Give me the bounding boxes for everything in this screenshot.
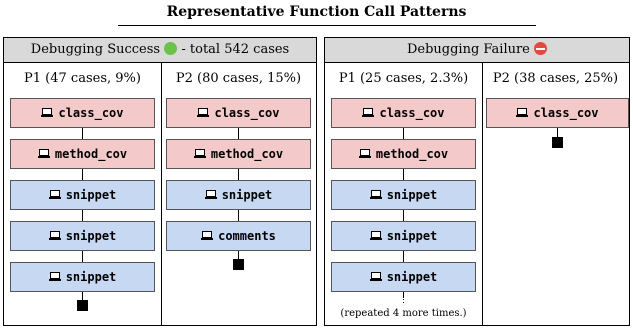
- call-label: class_cov: [214, 106, 280, 120]
- laptop-icon: [193, 149, 206, 159]
- terminal-marker: [77, 300, 88, 311]
- call-label: method_cov: [375, 147, 449, 161]
- connector-line: [82, 210, 83, 221]
- continuation-dots: ⋮: [399, 295, 408, 305]
- connector-line: [557, 128, 558, 137]
- column-title: P1 (47 cases, 9%): [24, 71, 141, 86]
- connector-line: [238, 251, 239, 259]
- call-box: snippet: [10, 221, 155, 251]
- call-label: snippet: [221, 188, 273, 202]
- call-label: snippet: [65, 229, 117, 243]
- terminal-marker: [552, 137, 563, 148]
- connector-line: [238, 128, 239, 139]
- laptop-icon: [48, 231, 61, 241]
- laptop-icon: [37, 149, 50, 159]
- laptop-icon: [358, 149, 371, 159]
- success-header-label: Debugging Success: [30, 42, 161, 57]
- terminal-marker: [233, 259, 244, 270]
- column-title: P2 (80 cases, 15%): [175, 71, 302, 86]
- call-label: snippet: [65, 188, 117, 202]
- success-p1-column: P1 (47 cases, 9%) class_cov method_cov s…: [4, 63, 161, 325]
- laptop-icon: [197, 108, 210, 118]
- call-box: class_cov: [166, 98, 311, 128]
- call-box: snippet: [331, 221, 476, 251]
- call-box: snippet: [10, 262, 155, 292]
- green-circle-icon: [164, 42, 178, 55]
- connector-line: [403, 292, 404, 298]
- call-label: snippet: [386, 188, 438, 202]
- call-label: snippet: [386, 229, 438, 243]
- laptop-icon: [201, 231, 214, 241]
- laptop-icon: [204, 190, 217, 200]
- call-label: snippet: [65, 270, 117, 284]
- call-box: snippet: [331, 180, 476, 210]
- column-divider: [482, 63, 483, 325]
- connector-line: [82, 251, 83, 262]
- call-box: class_cov: [331, 98, 476, 128]
- success-panel: Debugging Success - total 542 cases P1 (…: [3, 37, 317, 326]
- call-box: method_cov: [166, 139, 311, 169]
- laptop-icon: [369, 190, 382, 200]
- connector-line: [82, 169, 83, 180]
- call-label: class_cov: [58, 106, 124, 120]
- call-box: class_cov: [486, 98, 629, 128]
- call-box: snippet: [331, 262, 476, 292]
- success-header-total: - total 542 cases: [181, 42, 290, 57]
- call-label: method_cov: [54, 147, 128, 161]
- call-box: snippet: [10, 180, 155, 210]
- connector-line: [238, 169, 239, 180]
- failure-p2-column: P2 (38 cases, 25%) class_cov: [482, 63, 629, 325]
- title-underline: [118, 25, 536, 26]
- connector-line: [403, 251, 404, 262]
- no-entry-icon: [534, 42, 548, 55]
- laptop-icon: [48, 272, 61, 282]
- failure-p1-column: P1 (25 cases, 2.3%) class_cov method_cov…: [325, 63, 482, 325]
- column-title: P2 (38 cases, 25%): [492, 71, 619, 86]
- call-label: method_cov: [210, 147, 284, 161]
- laptop-icon: [516, 108, 529, 118]
- column-title: P1 (25 cases, 2.3%): [338, 71, 469, 86]
- column-divider: [161, 63, 162, 325]
- call-box: method_cov: [331, 139, 476, 169]
- success-panel-header: Debugging Success - total 542 cases: [4, 38, 316, 63]
- call-label: class_cov: [533, 106, 599, 120]
- laptop-icon: [41, 108, 54, 118]
- call-box: snippet: [166, 180, 311, 210]
- success-p2-column: P2 (80 cases, 15%) class_cov method_cov …: [161, 63, 316, 325]
- laptop-icon: [369, 272, 382, 282]
- figure-title: Representative Function Call Patterns: [166, 4, 467, 20]
- laptop-icon: [48, 190, 61, 200]
- failure-header-label: Debugging Failure: [406, 42, 530, 57]
- connector-line: [82, 292, 83, 300]
- call-label: snippet: [386, 270, 438, 284]
- laptop-icon: [369, 231, 382, 241]
- failure-panel-header: Debugging Failure: [325, 38, 629, 63]
- laptop-icon: [362, 108, 375, 118]
- call-box: class_cov: [10, 98, 155, 128]
- call-box: comments: [166, 221, 311, 251]
- call-label: comments: [218, 229, 276, 243]
- call-box: method_cov: [10, 139, 155, 169]
- call-label: class_cov: [379, 106, 445, 120]
- connector-line: [403, 210, 404, 221]
- connector-line: [82, 128, 83, 139]
- repeat-note: (repeated 4 more times.): [340, 308, 467, 319]
- failure-panel: Debugging Failure P1 (25 cases, 2.3%) cl…: [324, 37, 630, 326]
- connector-line: [403, 169, 404, 180]
- connector-line: [238, 210, 239, 221]
- connector-line: [403, 128, 404, 139]
